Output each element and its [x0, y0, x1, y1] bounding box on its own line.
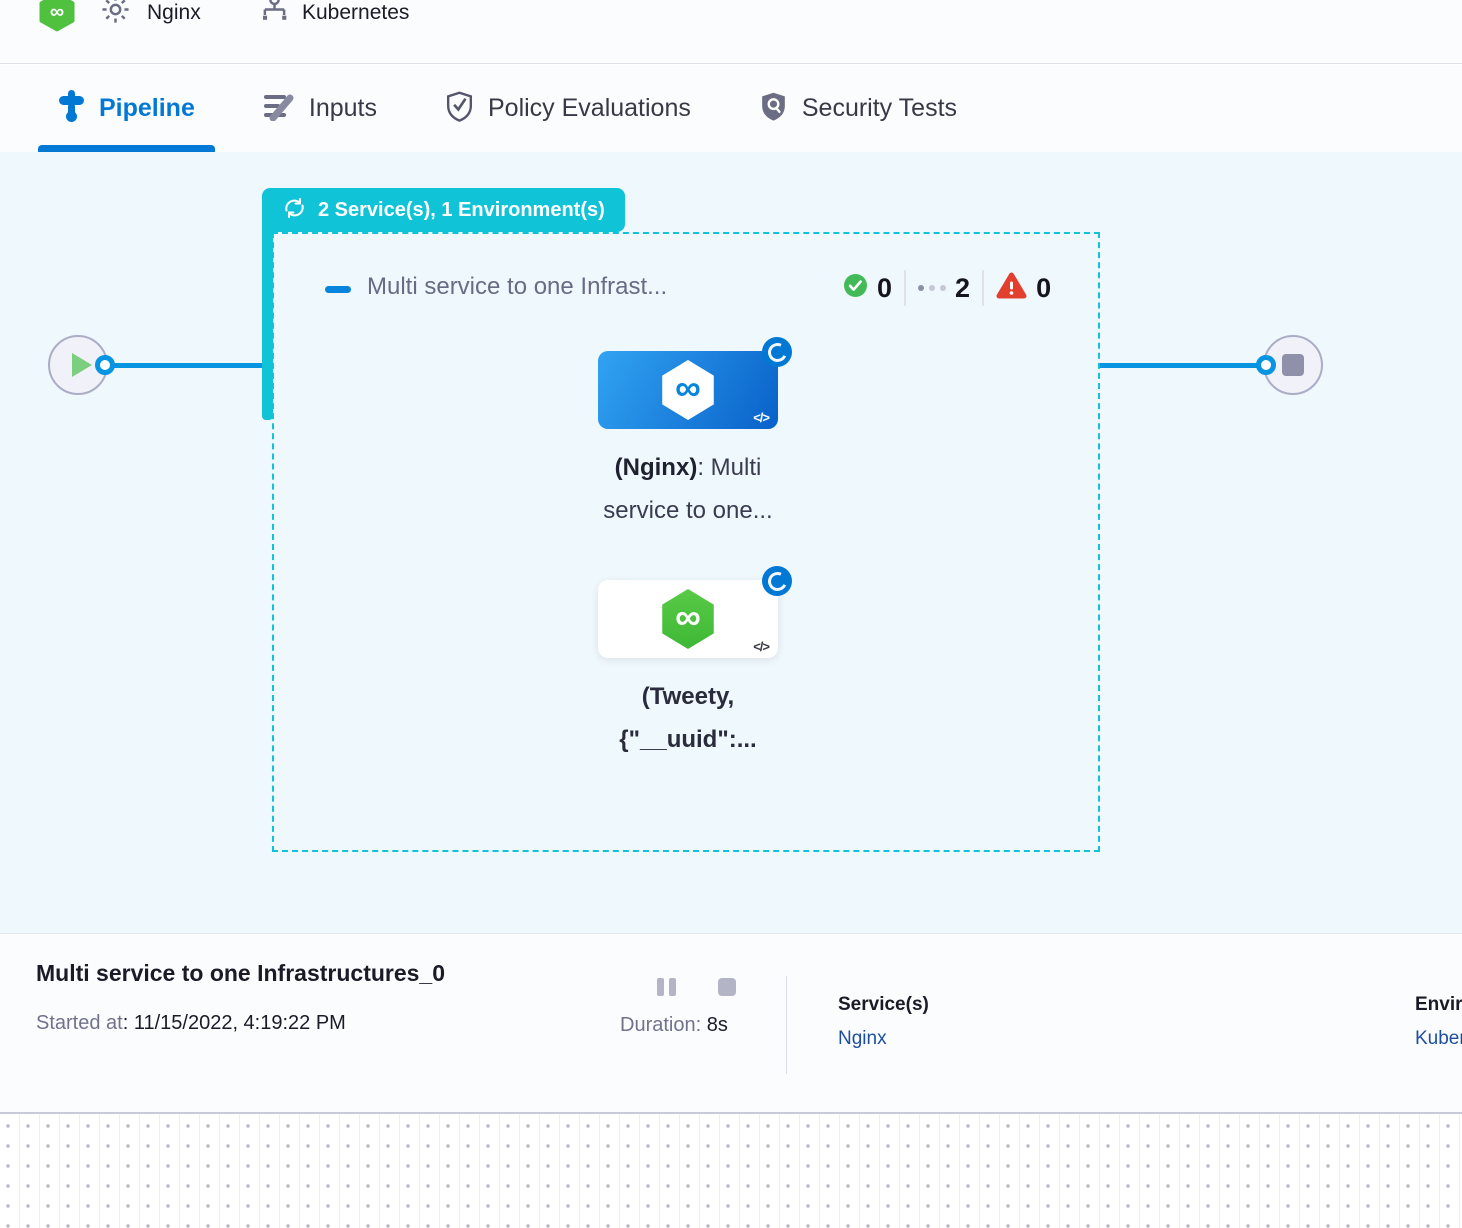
tab-policy-evaluations-label: Policy Evaluations	[487, 94, 691, 122]
failed-count: 0	[1036, 272, 1052, 303]
collapse-stage-button[interactable]	[325, 286, 351, 293]
pipeline-graph-canvas[interactable]: 2 Service(s), 1 Environment(s) Multi ser…	[0, 152, 1462, 933]
loop-icon	[282, 197, 307, 224]
harness-logo-icon: ∞	[38, 0, 76, 37]
gear-icon[interactable]	[99, 0, 132, 31]
environments-link[interactable]: Kubernetes	[1415, 1028, 1462, 1049]
stage-status-counts: 0 2 0	[843, 270, 1051, 306]
pipeline-icon	[58, 90, 85, 127]
tab-inputs-label: Inputs	[308, 94, 377, 122]
divider	[982, 270, 985, 306]
warning-icon	[996, 272, 1027, 305]
divider	[786, 976, 787, 1074]
stop-button[interactable]	[718, 978, 736, 996]
pipeline-start-node[interactable]	[48, 335, 108, 395]
execution-summary-bar: Multi service to one Infrastructures_0 S…	[0, 933, 1462, 1112]
edge-connector	[1256, 355, 1276, 375]
services-link[interactable]: Nginx	[838, 1028, 887, 1049]
stage-group-tail	[262, 212, 273, 420]
environments-label: Environment(s)	[1415, 994, 1462, 1015]
stage-group-boundary	[272, 232, 1100, 852]
service-node-nginx[interactable]: ∞ </>	[598, 351, 778, 429]
breadcrumb-environment-name[interactable]: Kubernetes	[302, 1, 410, 24]
success-count: 0	[877, 272, 893, 303]
running-spinner	[762, 566, 792, 596]
success-icon	[843, 273, 868, 303]
edge-connector	[95, 355, 115, 375]
tab-pipeline-label: Pipeline	[99, 94, 195, 122]
execution-title: Multi service to one Infrastructures_0	[36, 960, 446, 986]
edge-left	[107, 363, 263, 368]
duration: Duration: 8s	[620, 1014, 728, 1036]
tab-policy-evaluations[interactable]: Policy Evaluations	[425, 65, 711, 152]
breadcrumb-bar: ∞ Nginx Kubernetes	[0, 0, 1462, 64]
edge-right	[1100, 363, 1260, 368]
running-count: 2	[955, 272, 971, 303]
service-node-nginx-label: (Nginx): Multi service to one...	[603, 454, 773, 524]
inputs-icon	[263, 91, 295, 126]
running-icon	[918, 285, 947, 291]
tab-inputs[interactable]: Inputs	[243, 65, 397, 152]
breadcrumb-pipeline-name[interactable]: Nginx	[147, 1, 201, 24]
stage-title[interactable]: Multi service to one Infrast...	[367, 273, 668, 300]
active-tab-underline	[38, 145, 215, 152]
started-at: Started at: 11/15/2022, 4:19:22 PM	[36, 1012, 346, 1034]
service-node-tweety-label: (Tweety, {"__uuid":...	[619, 683, 757, 753]
code-icon: </>	[753, 410, 770, 425]
services-label: Service(s)	[838, 994, 929, 1015]
stop-icon	[1282, 354, 1304, 376]
code-icon: </>	[753, 639, 770, 654]
console-grid-area[interactable]	[0, 1112, 1462, 1228]
pause-button[interactable]	[657, 978, 676, 996]
play-icon	[71, 353, 92, 377]
services-environments-badge-label: 2 Service(s), 1 Environment(s)	[318, 198, 605, 221]
service-node-tweety[interactable]: ∞ </>	[598, 580, 778, 658]
tab-pipeline[interactable]: Pipeline	[38, 65, 215, 152]
svg-text:∞: ∞	[50, 1, 64, 23]
services-environments-badge[interactable]: 2 Service(s), 1 Environment(s)	[262, 188, 625, 232]
shield-scan-icon	[759, 91, 788, 127]
shield-check-icon	[445, 91, 474, 127]
tab-security-tests[interactable]: Security Tests	[739, 65, 977, 152]
tab-security-tests-label: Security Tests	[801, 94, 958, 122]
kubernetes-icon	[258, 0, 291, 31]
execution-tabbar: Pipeline Inputs Policy Evalua	[0, 65, 1462, 152]
running-spinner	[762, 337, 792, 367]
divider	[904, 270, 907, 306]
